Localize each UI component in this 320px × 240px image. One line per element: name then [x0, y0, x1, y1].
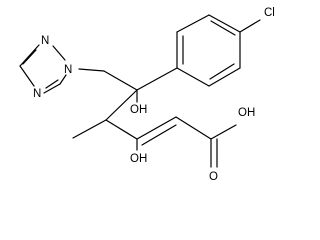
bond-ring-4 — [176, 67, 210, 87]
atom-label-chlorine: Cl — [264, 7, 275, 19]
bond-alkene-carboxyl — [175, 116, 212, 140]
bond-triazole-c5-n1 — [59, 74, 67, 85]
triazole-ring — [19, 44, 67, 94]
bond-quaternary-ch2 — [103, 70, 138, 91]
chlorophenyl-ring — [176, 14, 241, 87]
bond-ring-inner-2 — [209, 63, 235, 80]
bond-ch2-triazole — [78, 68, 105, 72]
bond-methine-methyl — [72, 119, 107, 139]
bond-triazole-c3-n4 — [19, 65, 35, 87]
atom-label-triazole-n1: N — [64, 64, 72, 76]
bond-ring-chlorine — [239, 19, 261, 33]
bond-triazole-n2-c3 — [19, 44, 40, 67]
bond-enol-alkene-1 — [136, 116, 177, 140]
bond-triazole-n4-c5 — [43, 83, 61, 94]
bond-ring-6 — [176, 14, 210, 33]
bond-triazole-n4-c5-inner — [45, 79, 59, 89]
bond-methine-enol — [105, 119, 138, 140]
bond-triazole-n1-n2 — [52, 45, 66, 61]
bond-quaternary-methine — [105, 89, 138, 121]
atom-label-carboxylic-hydroxyl: OH — [238, 107, 255, 119]
bond-quaternary-ring — [136, 67, 178, 91]
atom-label-hydroxyl-tertiary: OH — [130, 104, 147, 116]
bond-ring-1 — [208, 14, 241, 33]
atom-label-carbonyl-oxygen: O — [209, 171, 218, 183]
bond-ring-3 — [208, 67, 241, 87]
bond-carboxyl-hydroxyl — [210, 124, 237, 140]
bond-triazole-n2-c3-inner — [22, 49, 37, 65]
bond-ring-inner-1 — [210, 20, 236, 36]
atom-label-triazole-n4: N — [33, 88, 41, 100]
chemical-structure-diagram: Cl OH OH OH O N N N — [19, 7, 275, 183]
atom-label-hydroxyl-enol: OH — [130, 153, 147, 165]
atom-label-triazole-n2: N — [41, 35, 49, 47]
bond-enol-alkene-2 — [141, 124, 177, 146]
